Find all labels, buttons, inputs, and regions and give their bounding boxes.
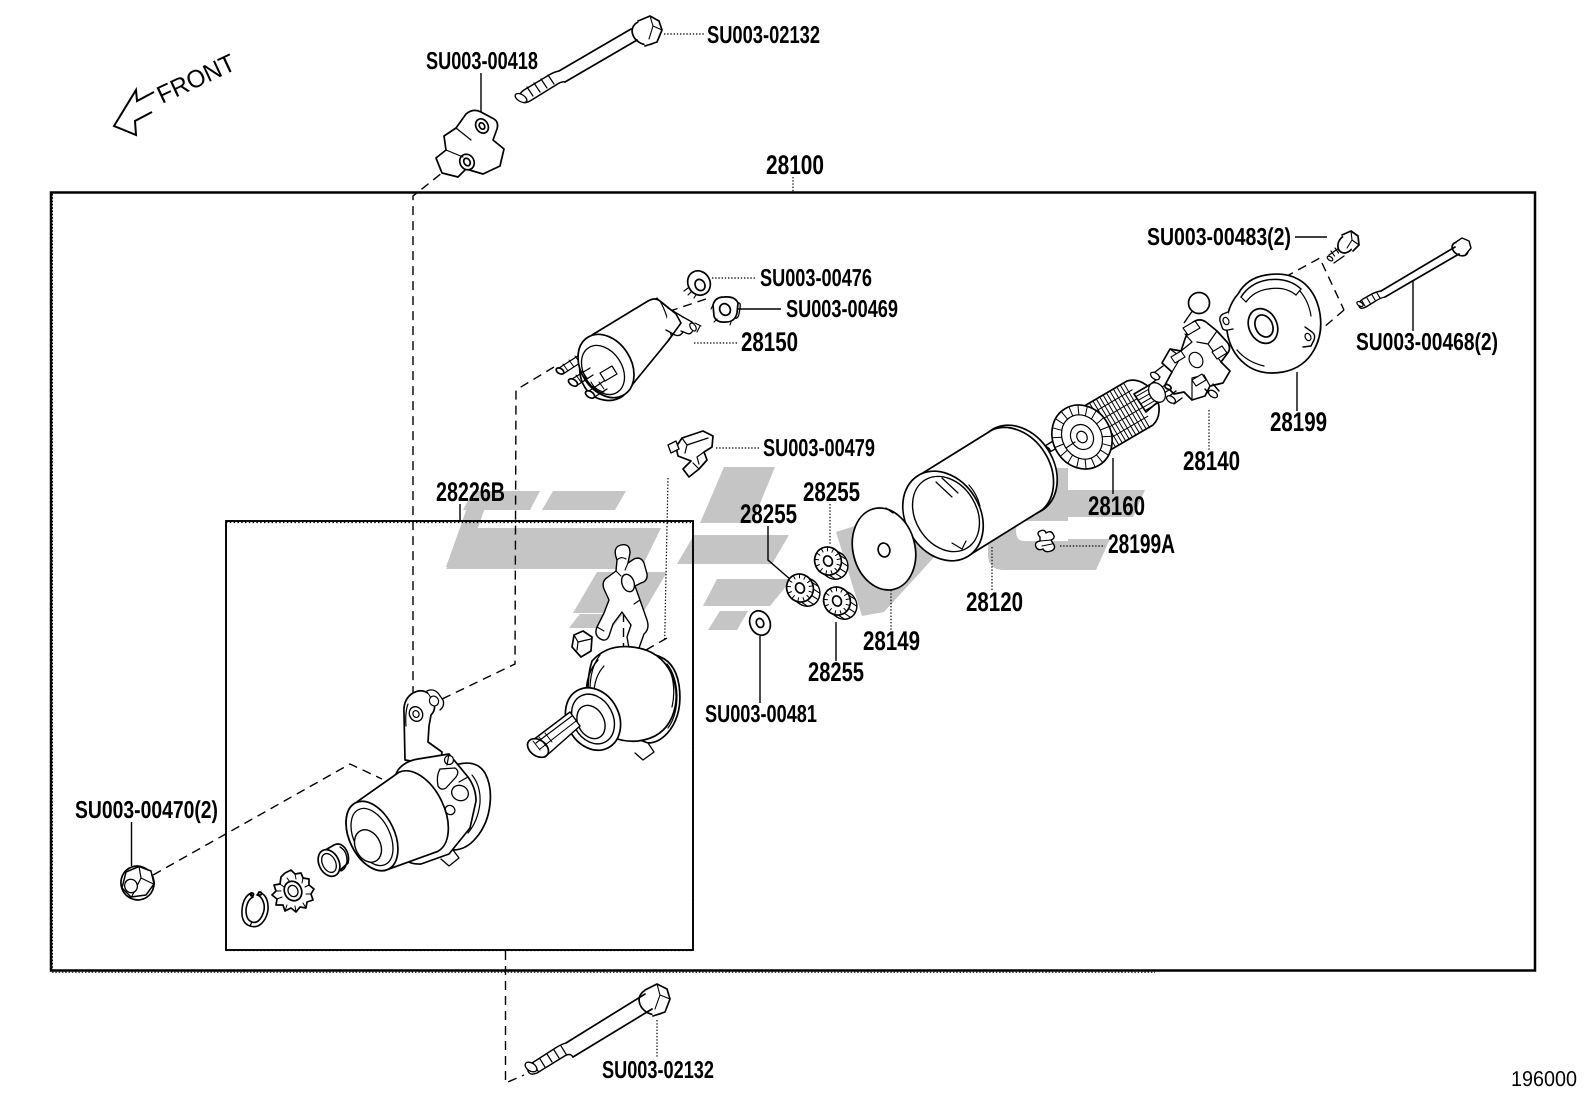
svg-text:28199A: 28199A: [1108, 529, 1175, 559]
svg-text:28160: 28160: [1088, 491, 1145, 521]
svg-text:28255: 28255: [803, 477, 860, 507]
svg-text:196000: 196000: [1511, 1067, 1577, 1091]
svg-text:28149: 28149: [863, 626, 920, 656]
svg-text:SU003-00479: SU003-00479: [763, 435, 875, 462]
svg-text:SU003-00470(2): SU003-00470(2): [75, 797, 218, 824]
svg-text:28100: 28100: [766, 150, 824, 180]
svg-text:SU003-00469: SU003-00469: [786, 296, 898, 323]
svg-text:SU003-02132: SU003-02132: [707, 22, 820, 49]
svg-text:28226B: 28226B: [436, 477, 505, 507]
svg-text:SU003-00483(2): SU003-00483(2): [1147, 224, 1291, 251]
svg-text:SU003-00418: SU003-00418: [426, 48, 538, 75]
svg-text:28255: 28255: [808, 657, 864, 687]
svg-text:SU003-00468(2): SU003-00468(2): [1356, 329, 1498, 356]
svg-text:28255: 28255: [740, 499, 797, 529]
svg-text:SU003-00476: SU003-00476: [760, 265, 872, 292]
svg-text:28199: 28199: [1270, 407, 1327, 437]
svg-text:28140: 28140: [1183, 446, 1240, 476]
svg-text:SU003-00481: SU003-00481: [705, 701, 817, 728]
svg-text:28150: 28150: [741, 327, 798, 357]
svg-text:SU003-02132: SU003-02132: [602, 1057, 714, 1084]
svg-text:28120: 28120: [966, 587, 1023, 617]
